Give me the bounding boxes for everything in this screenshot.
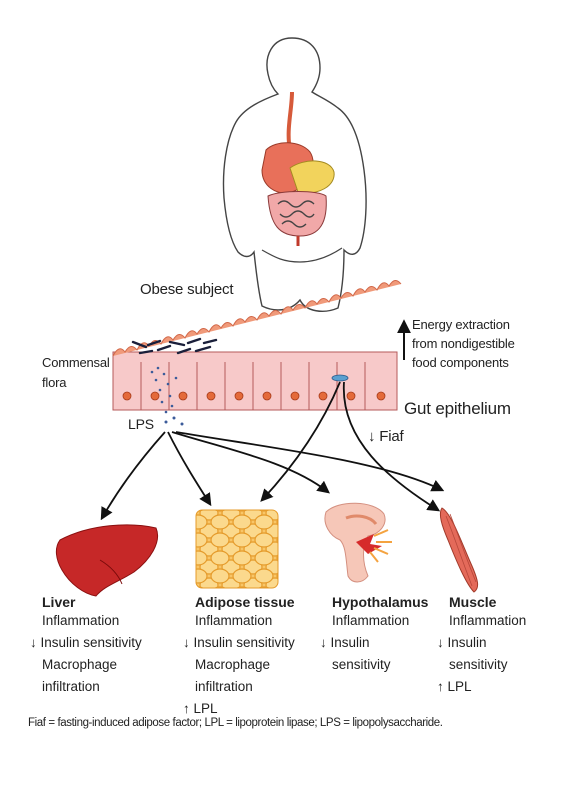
- liver-organ: [55, 524, 158, 597]
- hypothalamus-line-1: Inflammation: [332, 613, 410, 628]
- liver-line-3: Macrophage: [42, 657, 118, 672]
- obese-subject-figure: [222, 37, 367, 312]
- muscle-line-2: ↓ Insulin: [437, 635, 487, 650]
- obese-subject-label: Obese subject: [140, 281, 234, 298]
- gut-epithelium: [112, 280, 402, 426]
- commensal-flora-line-2: flora: [42, 375, 67, 390]
- muscle-description: Muscle Inflammation ↓ Insulin sensitivit…: [437, 594, 567, 698]
- adipose-line-4: infiltration: [195, 679, 253, 694]
- muscle-organ: [439, 507, 479, 593]
- lps-label: LPS: [128, 416, 154, 432]
- liver-line-4: infiltration: [42, 679, 100, 694]
- energy-extraction-line-1: Energy extraction: [412, 317, 510, 332]
- commensal-flora-label: Commensal flora: [42, 353, 110, 393]
- adipose-title: Adipose tissue: [195, 594, 295, 610]
- muscle-line-1: Inflammation: [449, 613, 527, 628]
- gut-epithelium-label: Gut epithelium: [404, 399, 511, 418]
- adipose-line-2: ↓ Insulin sensitivity: [183, 635, 295, 650]
- lps-arrows: [100, 431, 445, 521]
- hypothalamus-organ: [324, 502, 392, 583]
- adipose-organ: [195, 509, 279, 589]
- hypothalamus-line-3: sensitivity: [332, 657, 391, 672]
- muscle-title: Muscle: [449, 594, 497, 610]
- muscle-line-3: sensitivity: [449, 657, 508, 672]
- hypothalamus-description: Hypothalamus Inflammation ↓ Insulin sens…: [320, 594, 440, 676]
- adipose-line-1: Inflammation: [195, 613, 273, 628]
- liver-title: Liver: [42, 594, 76, 610]
- hypothalamus-title: Hypothalamus: [332, 594, 429, 610]
- energy-extraction-line-3: food components: [412, 355, 509, 370]
- hypothalamus-line-2: ↓ Insulin: [320, 635, 370, 650]
- fiaf-label: ↓ Fiaf: [368, 428, 404, 445]
- liver-description: Liver Inflammation ↓ Insulin sensitivity…: [30, 594, 200, 698]
- commensal-flora-line-1: Commensal: [42, 355, 110, 370]
- adipose-description: Adipose tissue Inflammation ↓ Insulin se…: [183, 594, 333, 720]
- adipose-line-3: Macrophage: [195, 657, 271, 672]
- liver-line-2: ↓ Insulin sensitivity: [30, 635, 142, 650]
- muscle-line-4: ↑ LPL: [437, 679, 472, 694]
- footnote: Fiaf = fasting-induced adipose factor; L…: [28, 717, 443, 729]
- adipose-line-5: ↑ LPL: [183, 701, 218, 716]
- liver-line-1: Inflammation: [42, 613, 120, 628]
- fiaf-arrows: [260, 381, 441, 512]
- energy-extraction-label: Energy extraction from nondigestible foo…: [412, 315, 515, 372]
- energy-extraction-line-2: from nondigestible: [412, 336, 515, 351]
